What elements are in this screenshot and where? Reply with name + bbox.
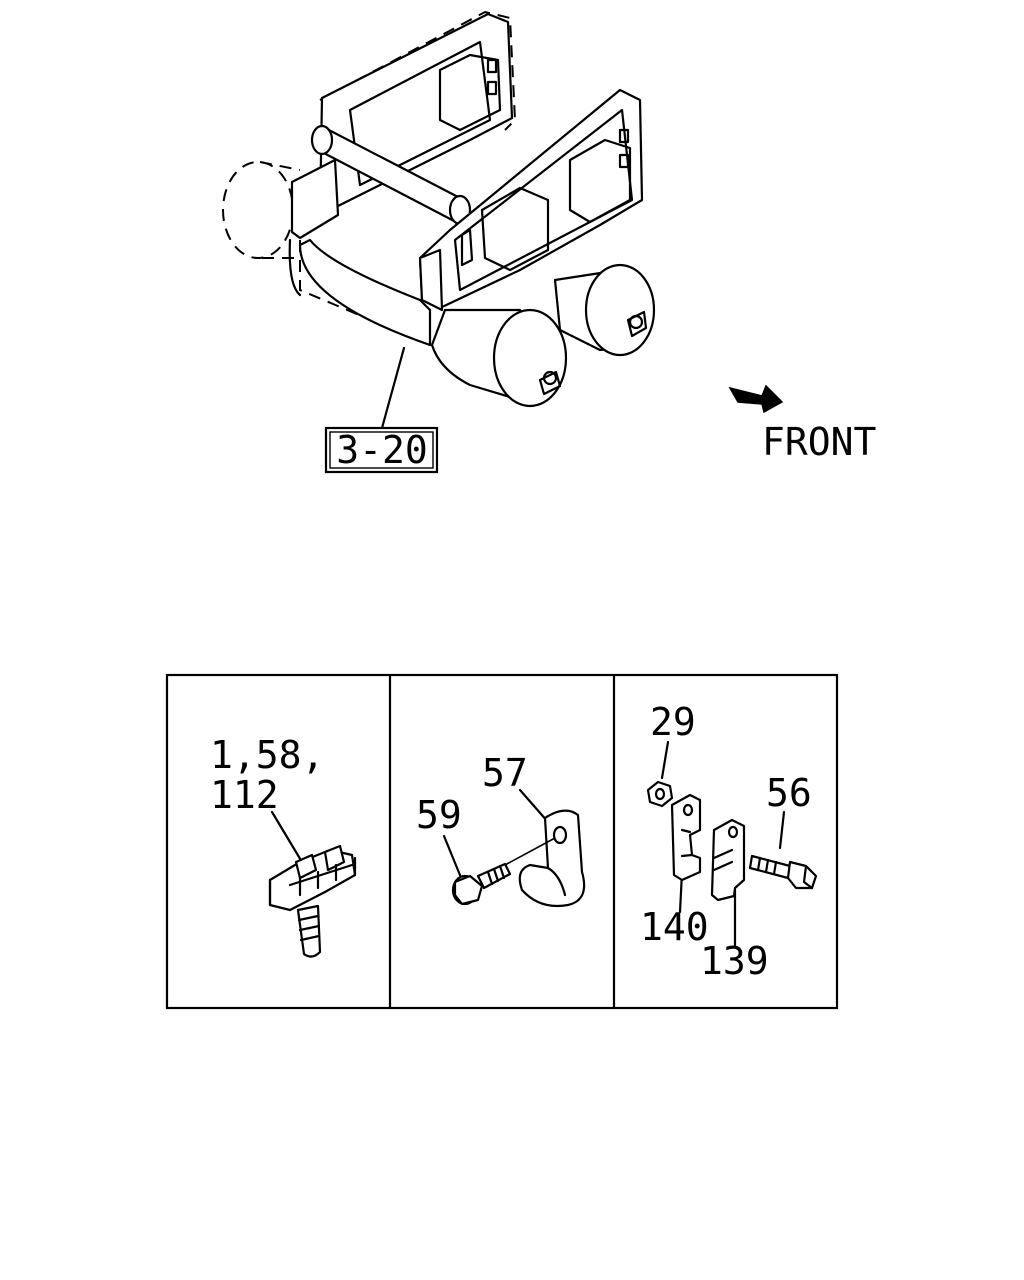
callout-nut: 29 — [650, 700, 696, 744]
rear-frame-outline — [319, 10, 517, 131]
assembly-ref-box[interactable]: 3-20 — [324, 426, 439, 474]
front-label: FRONT — [762, 420, 876, 464]
assembly-leader-line — [380, 346, 406, 430]
callout-bolt-56: 56 — [766, 771, 812, 815]
bracket-139 — [710, 818, 746, 902]
fitting-right — [626, 310, 648, 338]
bolt59-leader-line — [442, 834, 464, 882]
bolt56-leader-line — [778, 810, 786, 850]
callout-bolt-59: 59 — [416, 793, 462, 837]
filter-housing — [298, 238, 432, 347]
panel1-leader-line — [270, 810, 304, 864]
callout-panel1-line2: 112 — [210, 773, 279, 817]
clip-pin — [296, 904, 322, 958]
fuel-filter-assembly — [222, 10, 656, 430]
front-arrow-icon — [728, 384, 784, 414]
front-direction-indicator: FRONT — [728, 384, 876, 464]
bolt-56 — [748, 854, 792, 880]
callout-panel1-line1: 1,58, — [210, 733, 324, 777]
bolt-59 — [476, 862, 512, 890]
detail-panels — [165, 673, 839, 1010]
assembly-ref-label: 3-20 — [336, 428, 428, 472]
clip-leader-line — [518, 788, 550, 824]
p-clip — [518, 809, 586, 908]
callout-bracket-140: 140 — [640, 905, 709, 949]
nut-leader-line — [660, 740, 670, 780]
panel-2-pclip: 57 59 — [416, 751, 586, 908]
fitting-left — [538, 370, 562, 396]
detail-frame — [165, 673, 839, 1010]
callout-clip: 57 — [482, 751, 528, 795]
left-cylinder-end — [222, 161, 294, 259]
panel-1-clip: 1,58, 112 — [210, 733, 357, 958]
bracket-140 — [670, 793, 702, 882]
panel-3-brackets: 29 56 140 139 — [640, 700, 818, 983]
nut-29 — [646, 780, 674, 808]
